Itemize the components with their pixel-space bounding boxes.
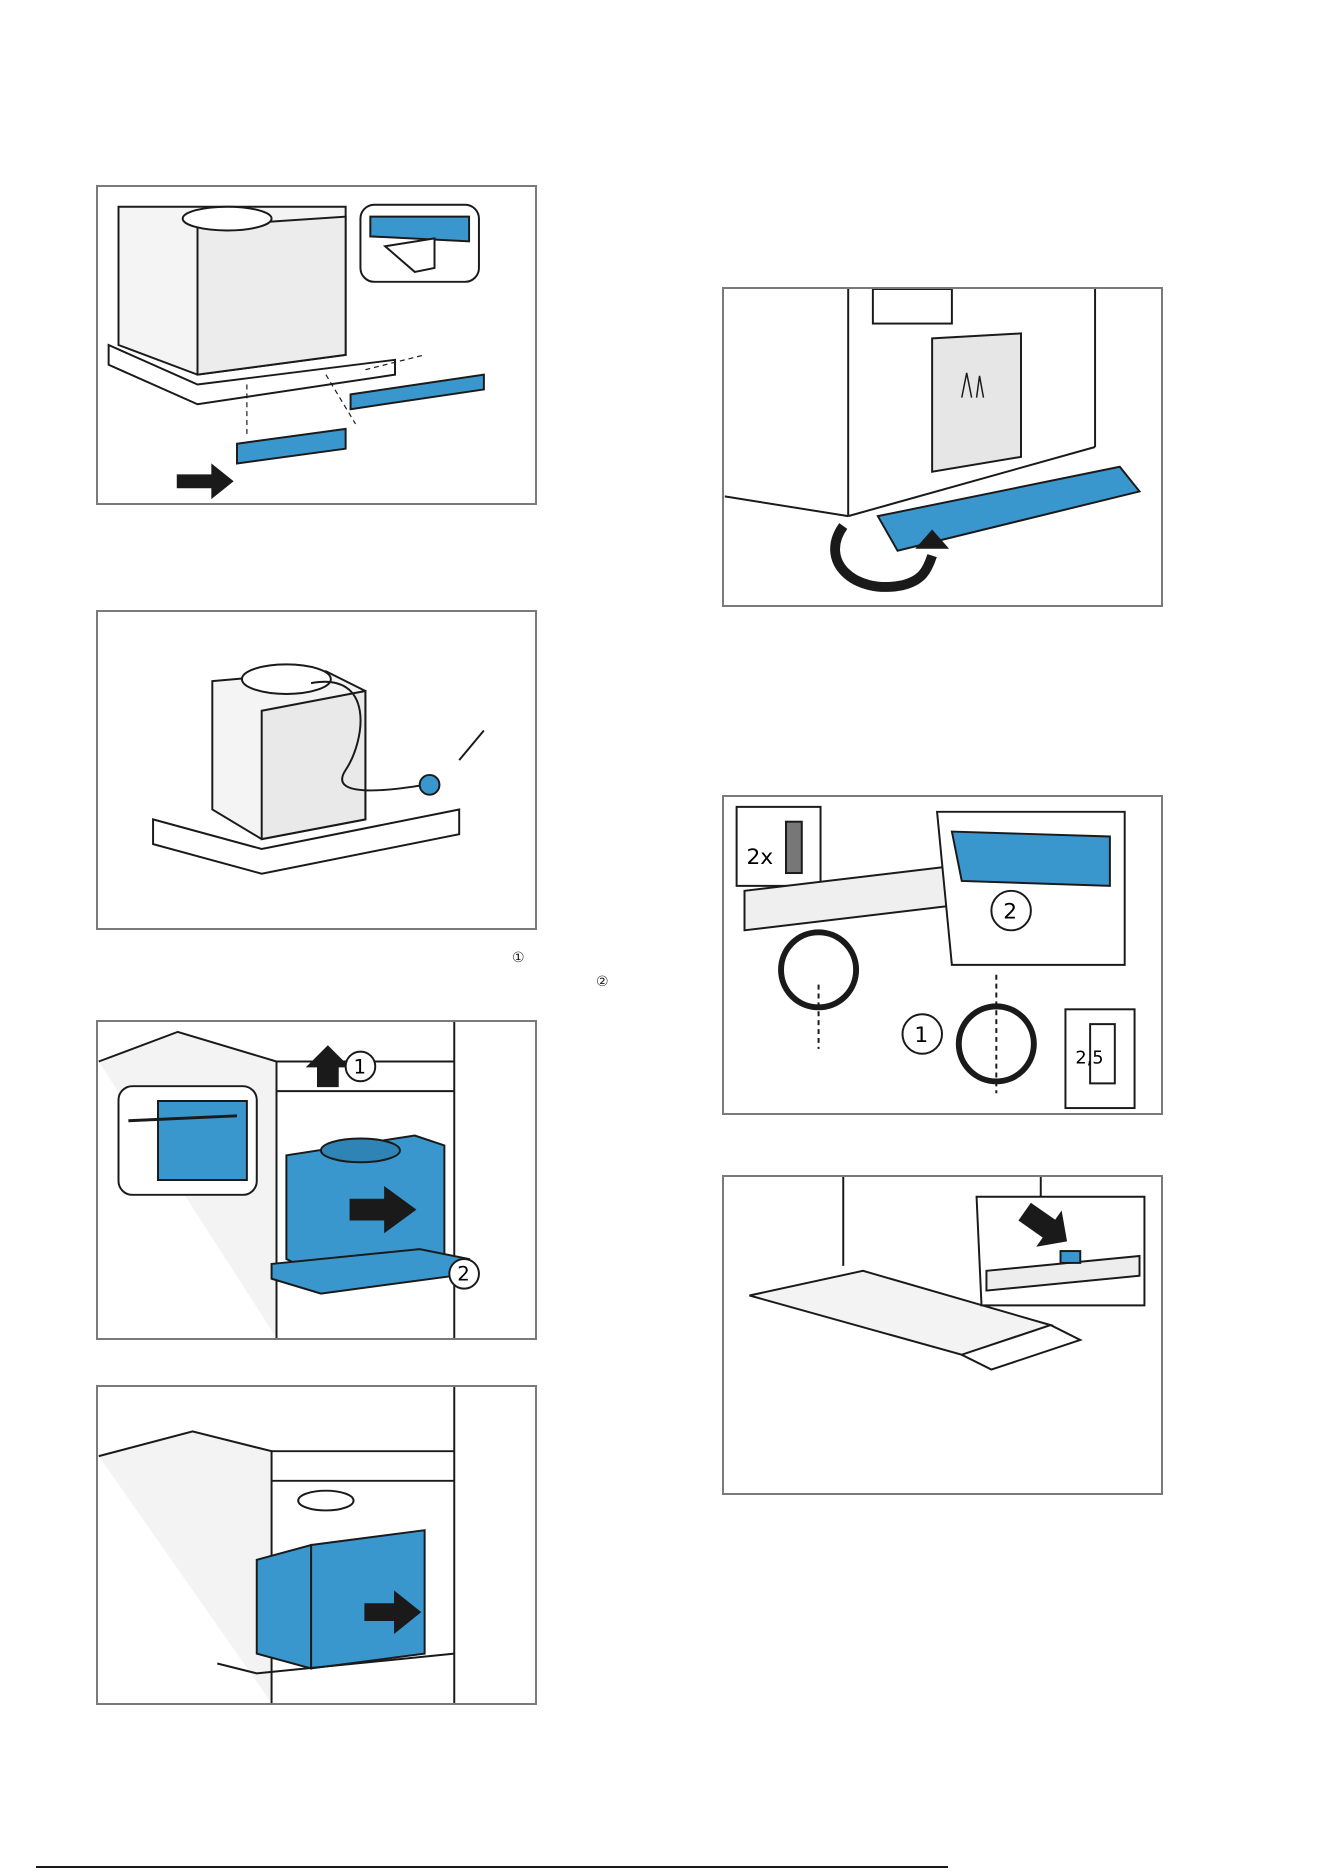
hex-key-size-label: 2,5 xyxy=(1075,1049,1103,1069)
callout-screw-1: 1 xyxy=(914,1023,928,1048)
figure-panel-clip xyxy=(722,1175,1163,1495)
step-marker-1: ① xyxy=(512,950,525,966)
step-marker-2: ② xyxy=(596,974,609,990)
screw-quantity-label: 2x xyxy=(746,845,773,870)
page-footer-line xyxy=(36,1866,948,1868)
figure-panel-inserted xyxy=(96,1385,537,1705)
figure-panel-screws: 2x 1 2 2,5 xyxy=(722,795,1163,1115)
callout-1: 1 xyxy=(354,1055,367,1078)
figure-panel-plug xyxy=(96,610,537,930)
callout-2: 2 xyxy=(457,1263,470,1286)
figure-panel-push-in: 1 2 xyxy=(96,1020,537,1340)
figure-panel-flap xyxy=(722,287,1163,607)
figure-panel-strips xyxy=(96,185,537,505)
callout-screw-2: 2 xyxy=(1003,899,1017,924)
